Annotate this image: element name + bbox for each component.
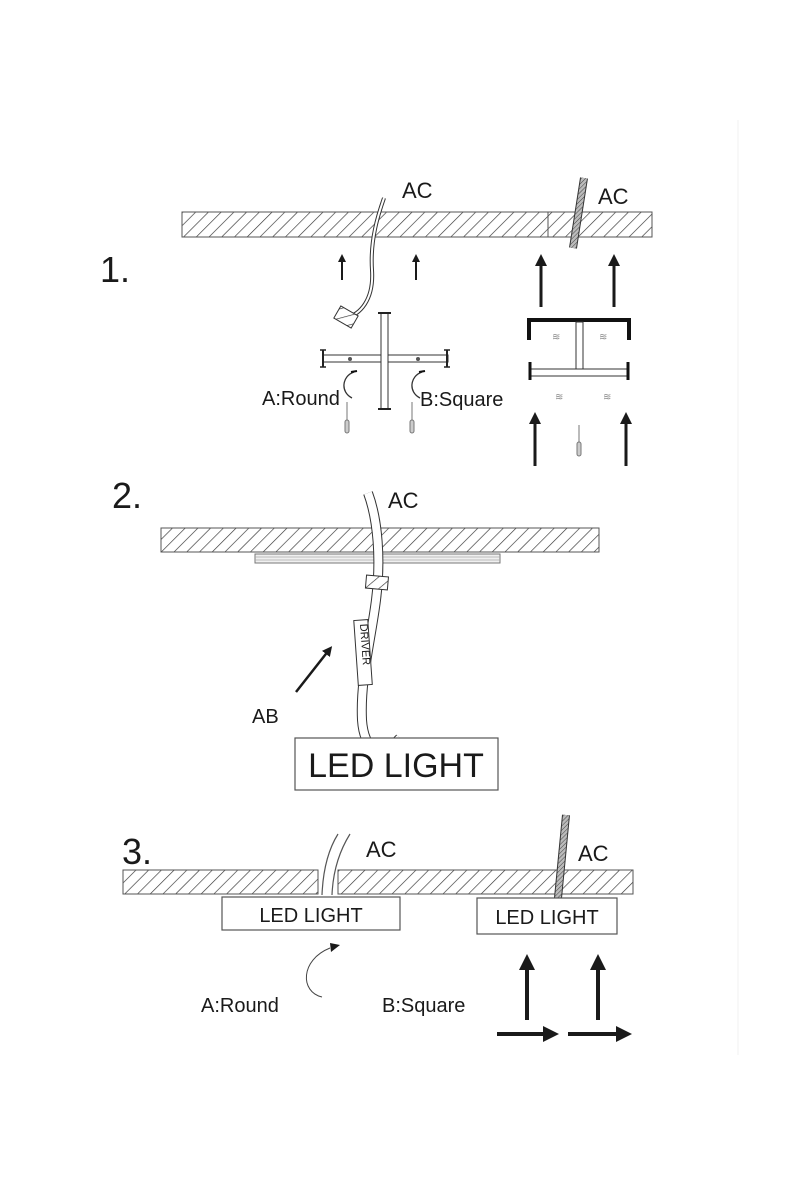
ac-label-left: AC	[366, 837, 397, 862]
wire-connector	[364, 574, 390, 591]
rotate-arrow-icon	[411, 371, 423, 399]
step-2-number: 2.	[112, 475, 142, 516]
screw-icon	[344, 402, 350, 434]
led-light-label: LED LIGHT	[308, 747, 484, 785]
ac-label-left: AC	[402, 178, 433, 203]
ceiling-slab-left	[122, 869, 319, 895]
driver-box: DRIVER	[353, 619, 373, 686]
ac-wire-left	[321, 833, 339, 896]
cross-bracket	[320, 312, 450, 410]
square-label: B:Square	[420, 389, 503, 411]
rotate-arrow-icon	[306, 947, 331, 998]
step-1: 1. AC AC	[100, 177, 653, 466]
ac-label-right: AC	[598, 184, 629, 209]
led-light-label-round: LED LIGHT	[259, 905, 362, 927]
svg-text:≋: ≋	[555, 392, 563, 403]
screw-icon	[409, 402, 415, 434]
ceiling-slab-right	[337, 869, 634, 895]
wire-connector	[333, 305, 359, 329]
step-3: 3. AC AC LED LIGHT LED LIGHT A:Round B:S…	[122, 814, 634, 1042]
direction-arrow-icon	[295, 646, 333, 693]
square-label: B:Square	[382, 995, 465, 1017]
step-1-number: 1.	[100, 249, 130, 290]
svg-text:≋: ≋	[599, 332, 607, 343]
led-light-box-square	[476, 897, 618, 935]
led-light-box	[294, 737, 499, 791]
round-label: A:Round	[201, 995, 279, 1017]
rotate-arrow-icon	[343, 371, 355, 399]
step-3-number: 3.	[122, 831, 152, 872]
step-2: 2. DRIVER AC AB LED LIGHT	[112, 475, 600, 791]
led-light-box-round	[221, 896, 401, 931]
ab-label: AB	[252, 706, 279, 728]
square-bracket: ≋ ≋ ≋ ≋	[527, 318, 631, 403]
driver-label: DRIVER	[357, 623, 372, 665]
svg-text:≋: ≋	[552, 332, 560, 343]
round-label: A:Round	[262, 388, 340, 410]
ac-label: AC	[388, 488, 419, 513]
screw-icon	[576, 425, 582, 457]
ac-label-right: AC	[578, 841, 609, 866]
led-light-label-square: LED LIGHT	[495, 907, 598, 929]
svg-text:≋: ≋	[603, 392, 611, 403]
